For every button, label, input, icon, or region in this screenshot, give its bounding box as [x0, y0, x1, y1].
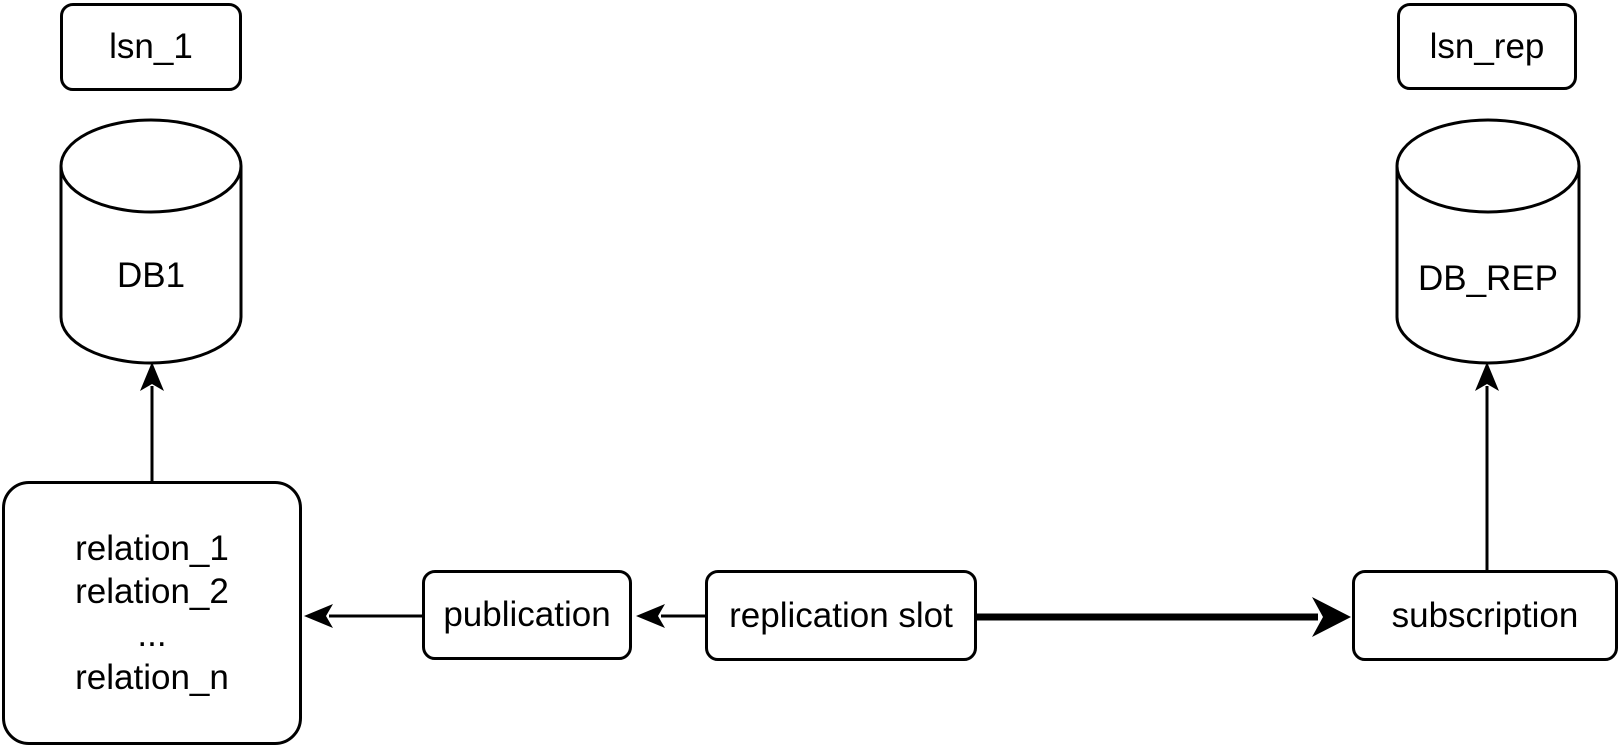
lsn-replica-box: lsn_rep: [1397, 3, 1577, 90]
db-rep-cylinder-icon: [1395, 118, 1581, 365]
arrow-subscription-to-dbrep: [1475, 362, 1499, 570]
publication-label: publication: [443, 595, 611, 634]
relation-item: relation_n: [75, 658, 229, 697]
lsn-source-label: lsn_1: [109, 27, 193, 66]
replication-slot-box: replication slot: [705, 570, 977, 661]
arrow-slot-to-subscription-thick: [977, 597, 1351, 637]
relation-item-ellipsis: ...: [137, 615, 167, 654]
publication-box: publication: [422, 570, 632, 660]
relation-item: relation_1: [75, 529, 229, 568]
db1-label: DB1: [116, 256, 186, 295]
arrow-relations-to-db1: [140, 362, 164, 481]
db1-cylinder-icon: [59, 118, 243, 365]
relation-item: relation_2: [75, 572, 229, 611]
db-rep-label: DB_REP: [1417, 259, 1559, 298]
replication-slot-label: replication slot: [729, 595, 953, 635]
lsn-source-box: lsn_1: [60, 3, 242, 91]
lsn-replica-label: lsn_rep: [1429, 26, 1545, 66]
arrow-slot-to-publication: [636, 604, 705, 628]
subscription-label: subscription: [1391, 595, 1579, 635]
subscription-box: subscription: [1352, 570, 1618, 661]
relations-box: relation_1 relation_2 ... relation_n: [2, 481, 302, 745]
arrow-publication-to-relations: [304, 604, 422, 628]
